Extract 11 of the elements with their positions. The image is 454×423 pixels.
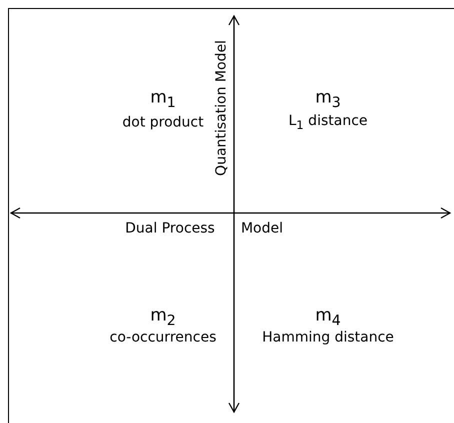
model-symbol: m$_{4}$ <box>315 306 341 330</box>
axis-label: Quantisation Model <box>214 40 230 176</box>
axis-label: Model <box>240 221 284 237</box>
axis-label: Dual Process <box>125 221 215 237</box>
axis-description: co-occurrences <box>110 330 216 346</box>
axis-description: Hamming distance <box>262 330 394 346</box>
axis-description: L$_{1}$ distance <box>288 114 368 132</box>
model-symbol: m$_{2}$ <box>150 306 176 330</box>
axis-description: dot product <box>122 115 204 131</box>
model-symbol: m$_{1}$ <box>150 88 176 112</box>
model-symbol: m$_{3}$ <box>315 88 341 112</box>
